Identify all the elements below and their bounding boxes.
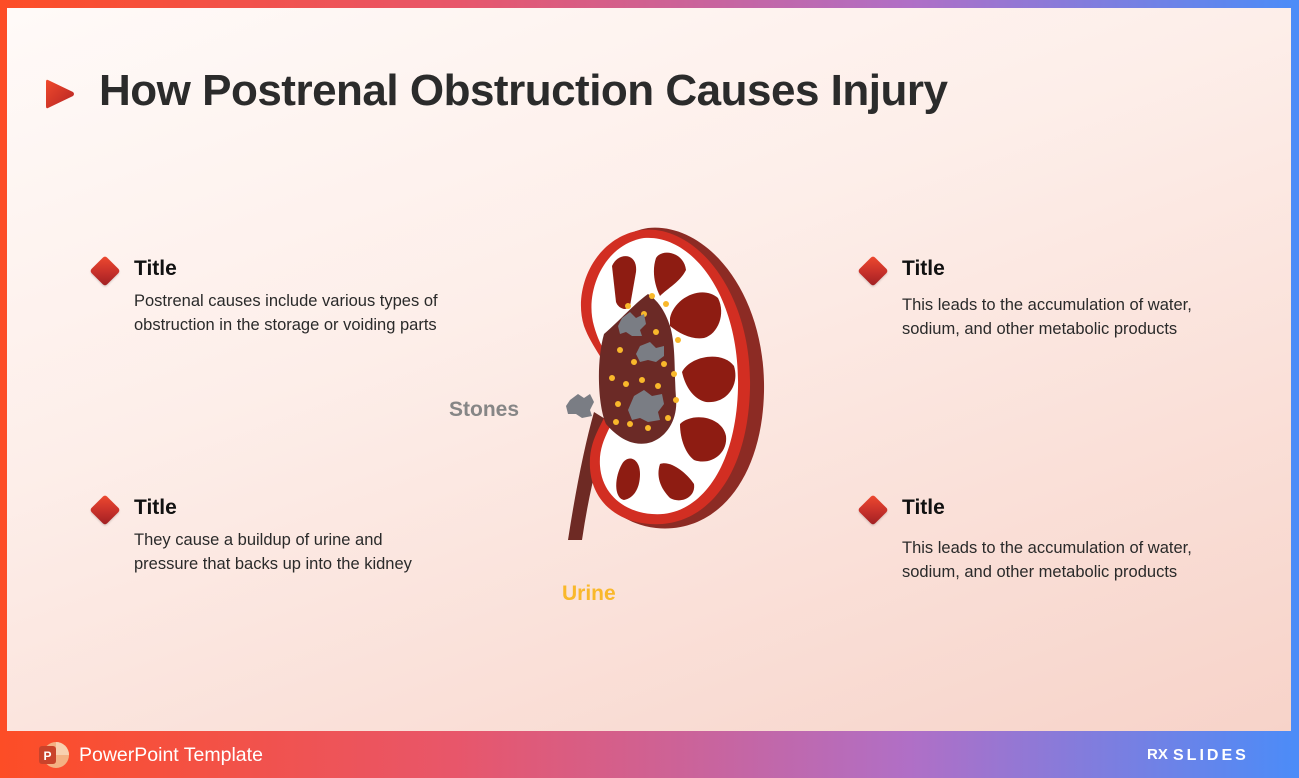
pyramid — [658, 463, 695, 501]
item-text: Postrenal causes include various types o… — [134, 292, 438, 334]
item-title: Title — [902, 257, 945, 280]
item-title: Title — [902, 496, 945, 519]
info-item-bottom-right: Title This leads to the accumulation of … — [857, 494, 1262, 584]
urine-label: Urine — [562, 582, 616, 605]
pyramid — [682, 356, 736, 403]
pyramid — [612, 256, 637, 309]
item-text: This leads to the accumulation of water,… — [902, 539, 1192, 581]
svg-text:RX: RX — [1147, 746, 1168, 763]
item-text: This leads to the accumulation of water,… — [902, 296, 1192, 338]
svg-text:P: P — [43, 749, 51, 763]
item-title: Title — [134, 496, 177, 519]
pyramid — [653, 252, 686, 296]
pyramid — [616, 458, 640, 500]
kidney-illustration — [566, 227, 765, 540]
footer-label: PowerPoint Template — [79, 744, 263, 766]
stones-cluster — [566, 312, 664, 422]
info-item-top-left: Title Postrenal causes include various t… — [89, 255, 494, 337]
item-title: Title — [134, 257, 177, 280]
powerpoint-icon: P — [39, 742, 69, 768]
rx-slides-logo: RX SLIDES — [1147, 746, 1249, 764]
stones-label: Stones — [449, 398, 520, 421]
pyramid — [670, 292, 722, 339]
info-item-top-right: Title This leads to the accumulation of … — [857, 255, 1262, 341]
play-triangle-icon — [46, 79, 74, 109]
page-title: How Postrenal Obstruction Causes Injury — [99, 66, 948, 115]
svg-text:SLIDES: SLIDES — [1173, 747, 1249, 764]
pyramid — [680, 417, 727, 462]
